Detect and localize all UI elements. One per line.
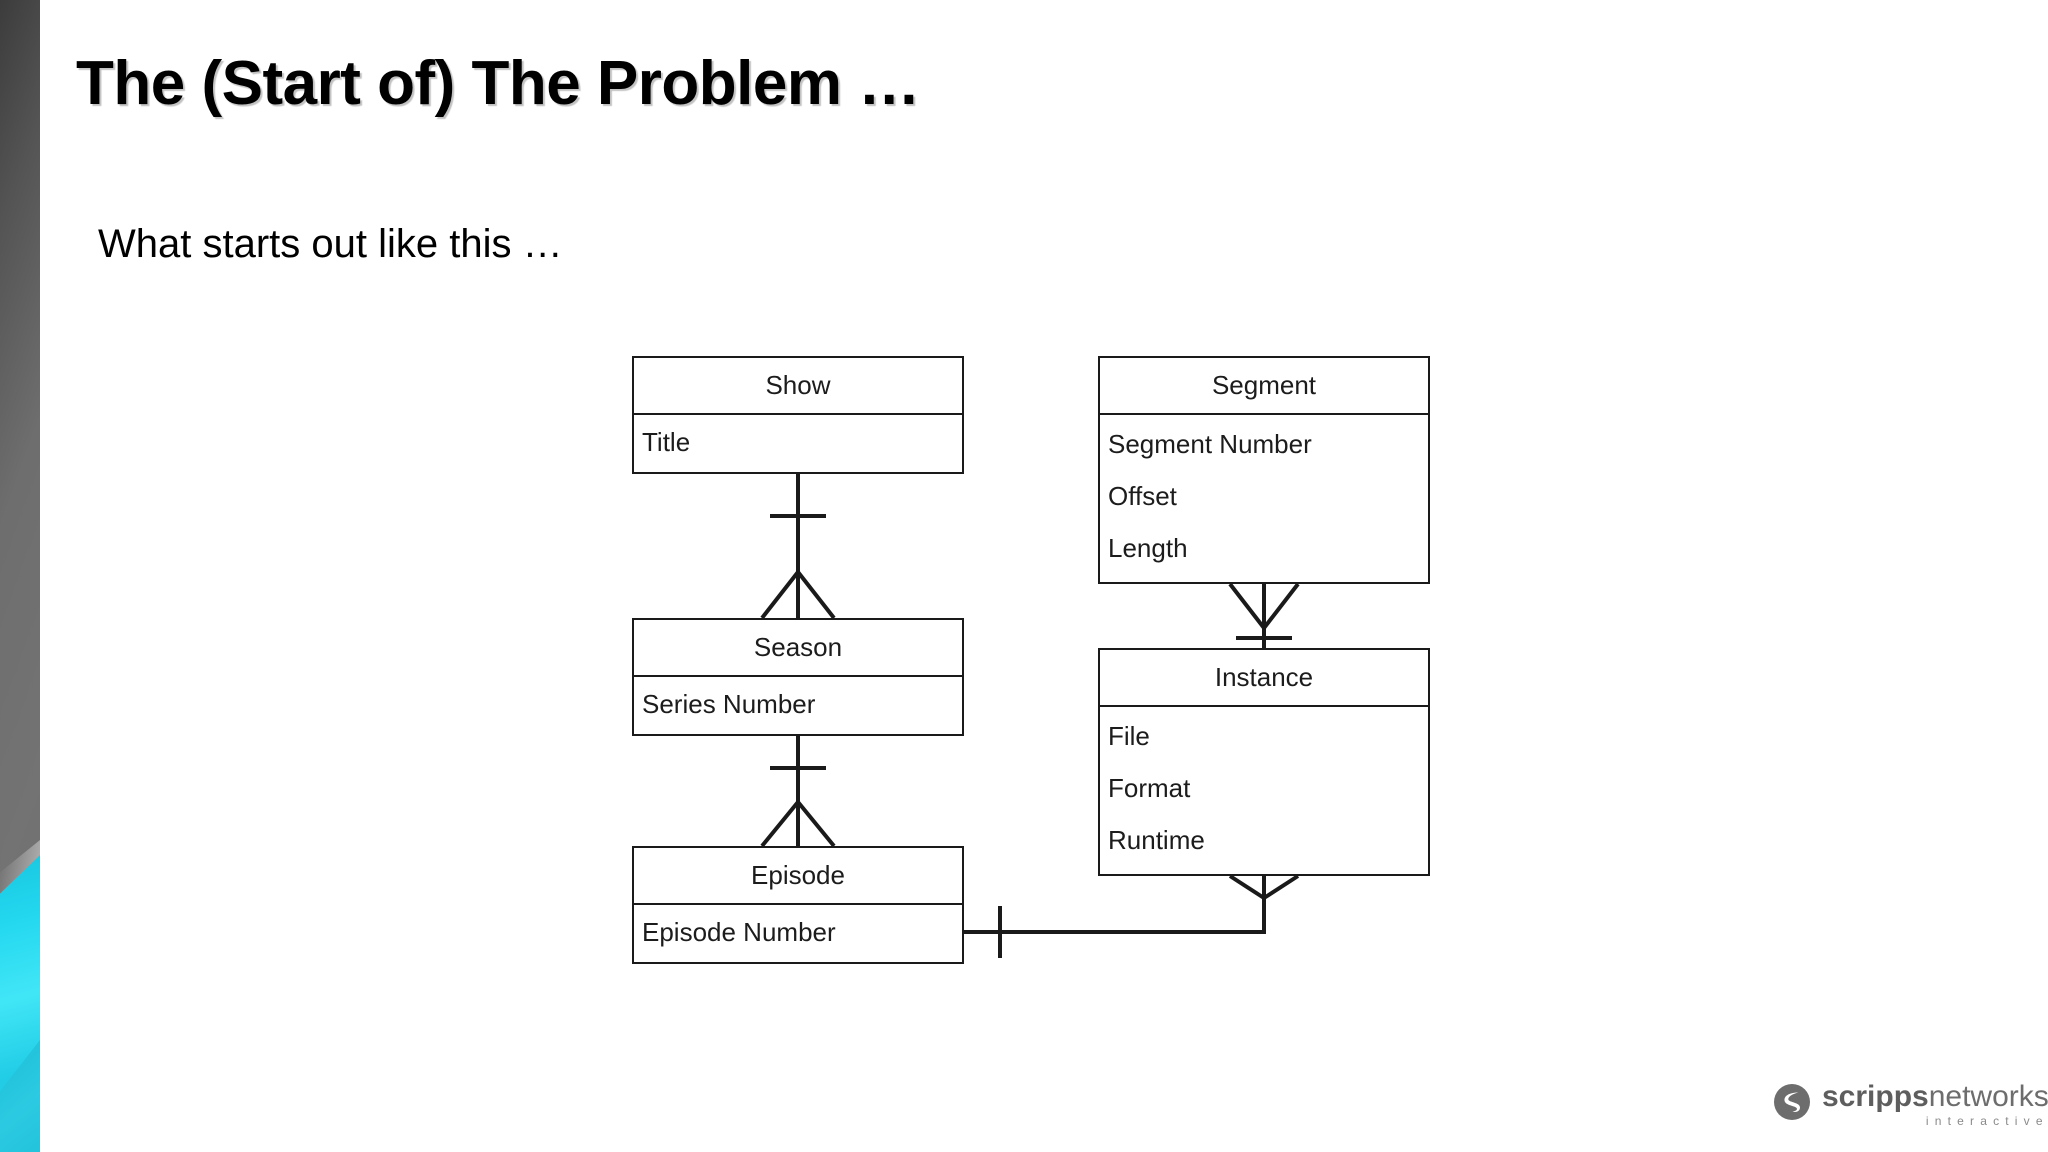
entity-attribute: Offset [1108, 481, 1177, 511]
entity-instance-name: Instance [1214, 662, 1314, 692]
entity-attribute: Runtime [1108, 825, 1205, 855]
link-episode-instance [964, 876, 1266, 934]
entity-segment[interactable]: Segment Segment Number Offset Length [1098, 356, 1430, 584]
brand-logo: scrippsnetworks interactive [1772, 1082, 2048, 1127]
entity-season-name: Season [753, 632, 843, 662]
logo-wordmark: scrippsnetworks interactive [1822, 1082, 2048, 1128]
logo-brand-line: scrippsnetworks [1822, 1082, 2048, 1112]
marker-many-segment [1228, 582, 1300, 630]
entity-attribute: Length [1108, 533, 1188, 563]
entity-segment-name: Segment [1211, 370, 1317, 400]
entity-attribute: Segment Number [1108, 429, 1312, 459]
entity-attribute: Title [642, 427, 691, 457]
left-accent-strip [0, 0, 40, 1152]
entity-segment-attributes: Segment Number Offset Length [1100, 413, 1428, 583]
marker-many-instance [1228, 874, 1300, 900]
entity-instance-attributes: File Format Runtime [1100, 705, 1428, 875]
entity-attribute: Series Number [642, 689, 816, 719]
logo-brand-light: networks [1928, 1080, 2048, 1113]
entity-episode-attributes: Episode Number [634, 903, 962, 961]
logo-tagline: interactive [1925, 1114, 2048, 1128]
swirl-icon [1772, 1082, 1812, 1127]
entity-season-attributes: Series Number [634, 675, 962, 733]
marker-many-episode [760, 800, 836, 848]
entity-attribute: Format [1108, 773, 1191, 803]
entity-attribute: File [1108, 721, 1150, 751]
entity-show-attributes: Title [634, 413, 962, 471]
logo-brand-bold: scripps [1822, 1080, 1929, 1113]
entity-instance[interactable]: Instance File Format Runtime [1098, 648, 1430, 876]
page-title: The (Start of) The Problem … [76, 49, 920, 118]
entity-episode[interactable]: Episode Episode Number [632, 846, 964, 964]
entity-show[interactable]: Show Title [632, 356, 964, 474]
entity-season[interactable]: Season Series Number [632, 618, 964, 736]
entity-episode-name: Episode [751, 860, 845, 890]
entity-show-name: Show [765, 370, 831, 400]
slide-subtitle: What starts out like this … [98, 222, 563, 266]
marker-many-season [760, 570, 836, 620]
entity-attribute: Episode Number [642, 917, 836, 947]
